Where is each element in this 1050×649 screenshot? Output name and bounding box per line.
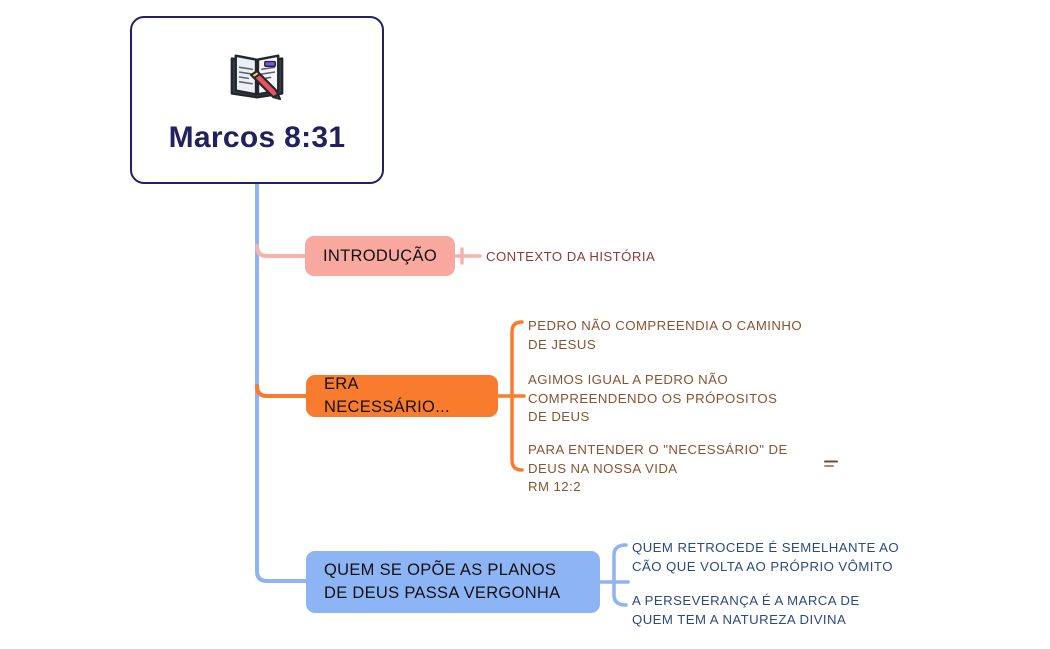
branch-node-era-necessario[interactable]: ERA NECESSÁRIO... <box>306 375 498 417</box>
branch-label-era-necessario: ERA NECESSÁRIO... <box>324 375 450 416</box>
branch-node-introducao[interactable]: INTRODUÇÃO <box>305 236 455 276</box>
leaf-contexto-da-historia[interactable]: CONTEXTO DA HISTÓRIA <box>486 249 656 264</box>
note-lines-icon[interactable] <box>824 459 838 469</box>
branch-line-necessario <box>255 384 308 398</box>
root-node[interactable]: Marcos 8:31 <box>130 16 384 184</box>
bracket-opoe <box>612 543 628 607</box>
open-book-with-pencil-icon <box>230 54 284 101</box>
trunk-line <box>255 182 308 583</box>
leaf-quem-retrocede[interactable]: QUEM RETROCEDE É SEMELHANTE AO CÃO QUE V… <box>632 540 900 574</box>
leaf-agimos-igual-a-pedro[interactable]: AGIMOS IGUAL A PEDRO NÃO COMPREENDENDO O… <box>528 372 778 425</box>
branch-node-quem-se-opoe[interactable]: QUEM SE OPÕE AS PLANOS DE DEUS PASSA VER… <box>306 551 600 613</box>
leaf-a-perseveranca[interactable]: A PERSEVERANÇA É A MARCA DE QUEM TEM A N… <box>632 593 860 627</box>
leaf-pedro-nao-compreendia[interactable]: PEDRO NÃO COMPREENDIA O CAMINHO DE JESUS <box>528 318 803 352</box>
leaf-para-entender-o-necessario[interactable]: PARA ENTENDER O "NECESSÁRIO" DE DEUS NA … <box>528 442 788 495</box>
branch-label-quem-se-opoe: QUEM SE OPÕE AS PLANOS DE DEUS PASSA VER… <box>324 561 561 602</box>
bracket-necessario <box>510 320 524 472</box>
root-title: Marcos 8:31 <box>168 121 346 154</box>
branch-line-introducao <box>255 244 307 258</box>
branch-label-introducao: INTRODUÇÃO <box>323 246 437 265</box>
